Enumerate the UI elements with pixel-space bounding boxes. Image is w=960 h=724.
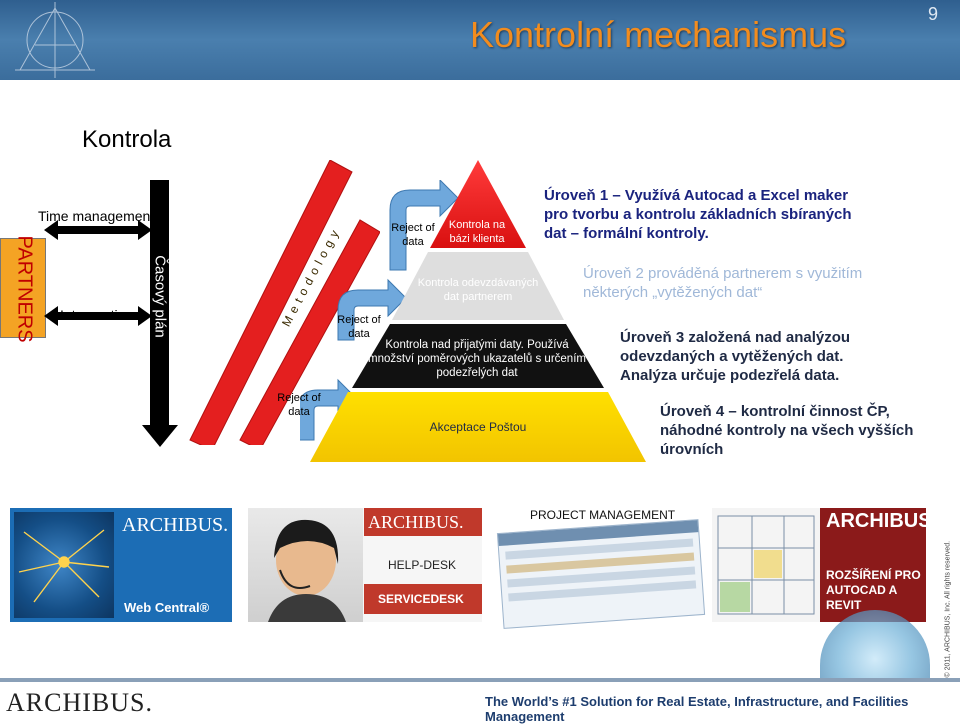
pyramid [310, 160, 646, 462]
workflow-arrows [189, 160, 380, 445]
pyramid-level-3 [352, 324, 604, 388]
web-central-brand: ARCHIBUS. [122, 514, 229, 536]
servicedesk-bar: SERVICEDESK [364, 584, 482, 614]
footer-divider [0, 678, 960, 682]
reject-label-1: Reject of data [391, 222, 435, 248]
timeline-label: Časový plán [151, 255, 169, 338]
timeline-arrowhead [142, 425, 178, 447]
reject-label-2: Reject of data [337, 314, 381, 340]
project-management-image: PROJECT MANAGEMENT [496, 508, 706, 629]
pyramid-level-4-text: Akceptace Poštou [429, 420, 527, 434]
autocad-label: ROZŠÍŘENÍ PRO AUTOCAD A REVIT [826, 568, 921, 612]
pyramid-level-3-text: Kontrola nad přijatými daty. Používá mno… [368, 339, 586, 379]
level-4-description: Úroveň 4 – kontrolní činnost ČP, náhodné… [660, 403, 914, 458]
pyramid-level-1-text: Kontrola na bázi klienta [448, 219, 506, 245]
pyramid-level-4 [310, 392, 646, 462]
level-3-description: Úroveň 3 založená nad analýzou odevzdaný… [620, 329, 851, 384]
footer-logo: ARCHIBUS. [6, 688, 153, 717]
helpdesk-image: ARCHIBUS. HELP-DESK SERVICEDESK [248, 508, 482, 622]
pm-screenshot [496, 519, 706, 629]
section-title: Kontrola [82, 126, 172, 153]
pyramid-level-1 [430, 160, 526, 248]
timeline-bar: Časový plán [150, 180, 169, 432]
time-management-label: Time management [38, 208, 155, 224]
helpdesk-photo [248, 508, 363, 622]
pyramid-level-2 [392, 252, 564, 320]
helpdesk-brand-bar: ARCHIBUS. [364, 508, 482, 536]
web-central-name: Web Central® [124, 600, 210, 615]
level-2-description: Úroveň 2 prováděná partnerem s využitím … [583, 265, 863, 301]
footer-tagline: The World’s #1 Solution for Real Estate,… [485, 694, 909, 724]
reject-label-3: Reject of data [277, 392, 321, 418]
partners-label: PARTNERS [13, 235, 36, 343]
autocad-panel: ARCHIBUS ROZŠÍŘENÍ PRO AUTOCAD A REVIT [820, 508, 932, 622]
double-arrows [44, 220, 152, 326]
page-number: 9 [928, 4, 939, 24]
partners-box: PARTNERS [0, 236, 46, 343]
web-central-image: ARCHIBUS. Web Central® [10, 508, 232, 622]
copyright: © 2011, ARCHIBUS, Inc. All rights reserv… [944, 540, 952, 678]
pyramid-level-2-text: Kontrola odevzdávaných dat partnerem [417, 277, 539, 303]
floorplan-image [712, 508, 822, 622]
autocad-image: ARCHIBUS ROZŠÍŘENÍ PRO AUTOCAD A REVIT [712, 508, 932, 622]
helpdesk-label: HELP-DESK [388, 558, 457, 572]
page-title: Kontrolní mechanismus [470, 14, 847, 55]
level-1-description: Úroveň 1 – Využívá Autocad a Excel maker… [544, 187, 852, 242]
logo-sketch-icon [0, 0, 110, 80]
header-bar [0, 0, 960, 80]
autocad-brand: ARCHIBUS [826, 510, 932, 532]
globe-icon [14, 512, 114, 618]
pm-label: PROJECT MANAGEMENT [530, 508, 676, 522]
